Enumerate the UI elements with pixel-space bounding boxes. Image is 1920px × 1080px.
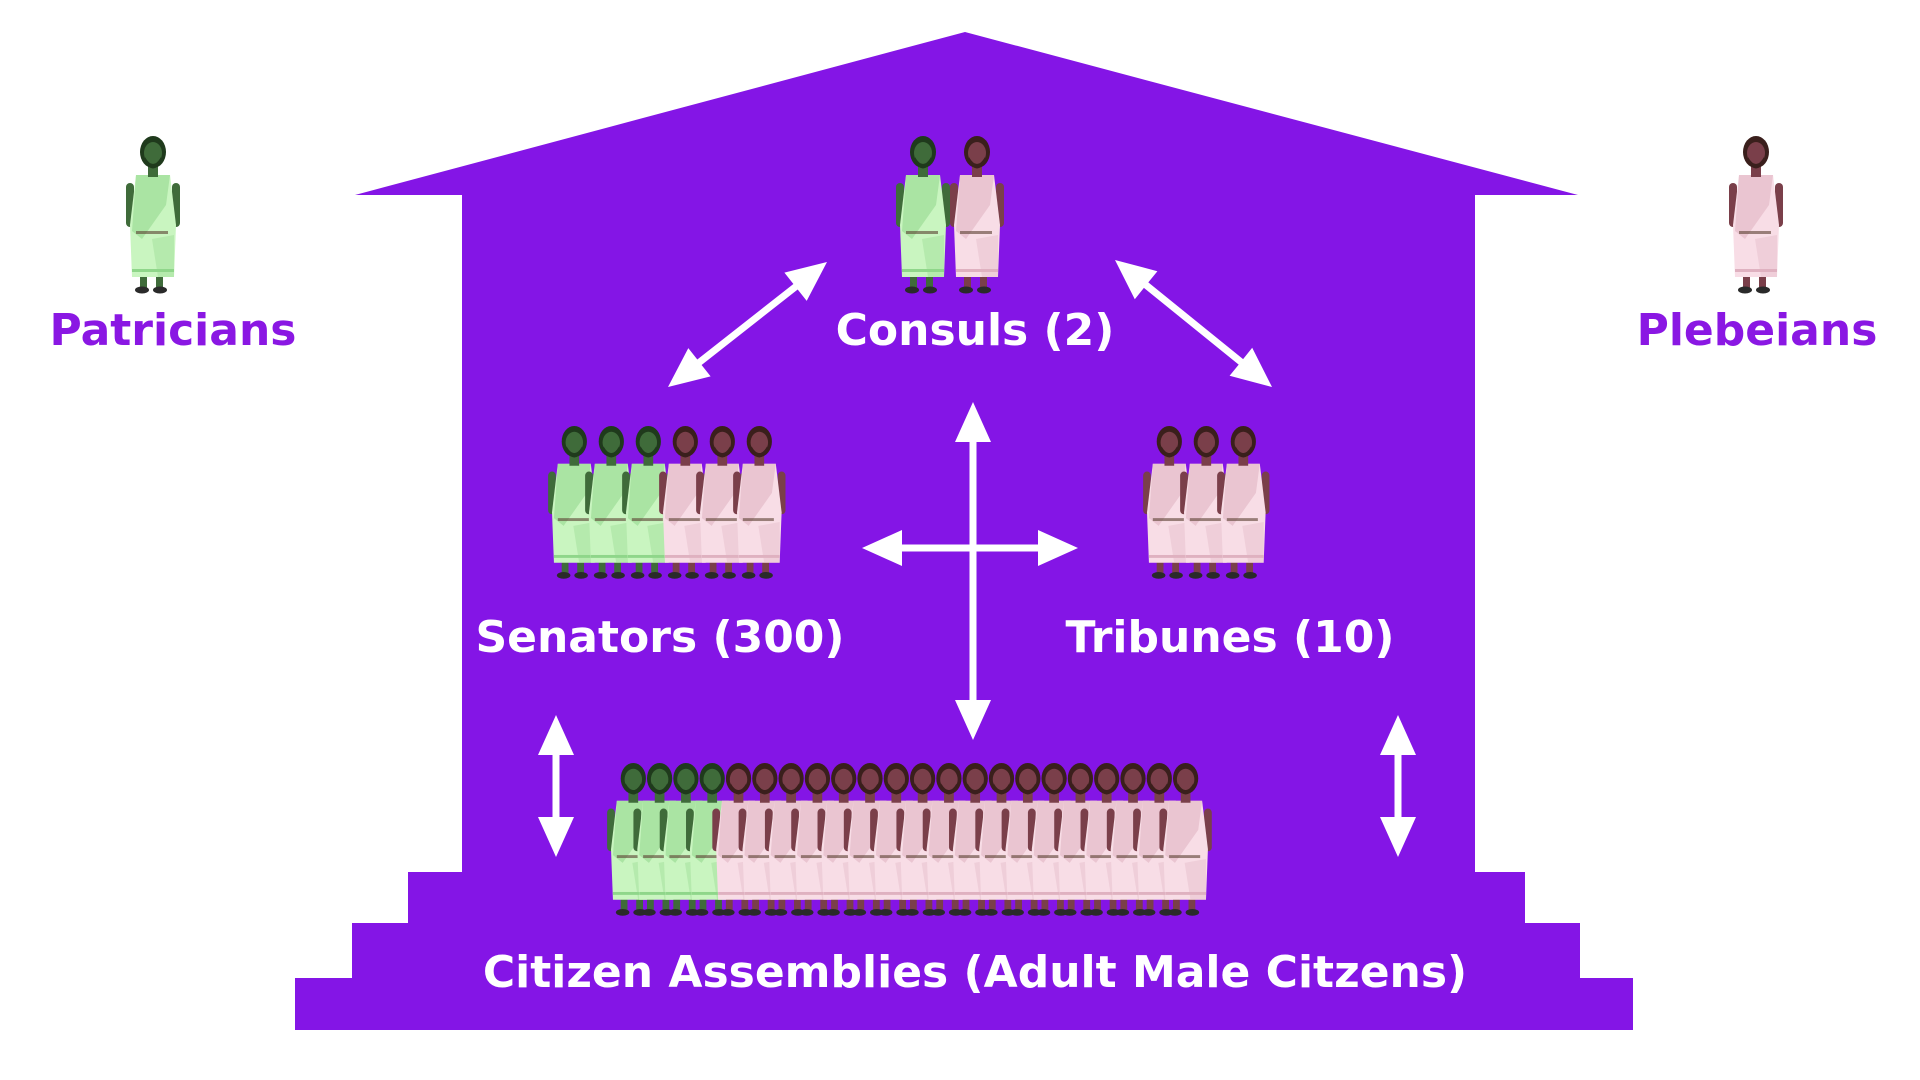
plebeian-figure-21	[1133, 762, 1186, 916]
patrician-figure-1	[126, 136, 180, 294]
plebeian-figure-legend	[1729, 136, 1783, 294]
plebeian-figure-6	[733, 425, 786, 579]
plebeian-figure-1	[1143, 425, 1196, 579]
plebeian-figure-22	[1159, 762, 1212, 916]
patrician-figure-4	[686, 762, 739, 916]
plebeian-figure-5	[696, 425, 749, 579]
plebeian-figure-1	[1729, 136, 1783, 294]
tribunes-figures	[1143, 425, 1270, 579]
patrician-figure-1	[896, 136, 950, 294]
patrician-figure-legend	[126, 136, 180, 294]
assemblies-figures	[607, 762, 1212, 916]
senators-figures	[548, 425, 786, 579]
arrow-vertical-center-icon	[955, 402, 991, 740]
plebeian-figure-2	[950, 136, 1004, 294]
relationship-arrows	[538, 260, 1416, 857]
plebeians-label: Plebeians	[1637, 305, 1878, 356]
consuls-label: Consuls (2)	[836, 305, 1115, 356]
arrow-horizontal-center-icon	[862, 530, 1078, 566]
assemblies-label: Citizen Assemblies (Adult Male Citzens)	[483, 947, 1467, 998]
arrow-consuls-tribunes-icon	[1115, 260, 1272, 387]
tribunes-label: Tribunes (10)	[1066, 612, 1395, 663]
patricians-label: Patricians	[50, 305, 297, 356]
senators-label: Senators (300)	[475, 612, 844, 663]
plebeian-figure-3	[1217, 425, 1270, 579]
arrow-consuls-senators-icon	[668, 262, 827, 387]
consuls-figures	[896, 136, 1004, 294]
arrow-tribunes-assemblies-icon	[1380, 715, 1416, 857]
arrow-senators-assemblies-icon	[538, 715, 574, 857]
